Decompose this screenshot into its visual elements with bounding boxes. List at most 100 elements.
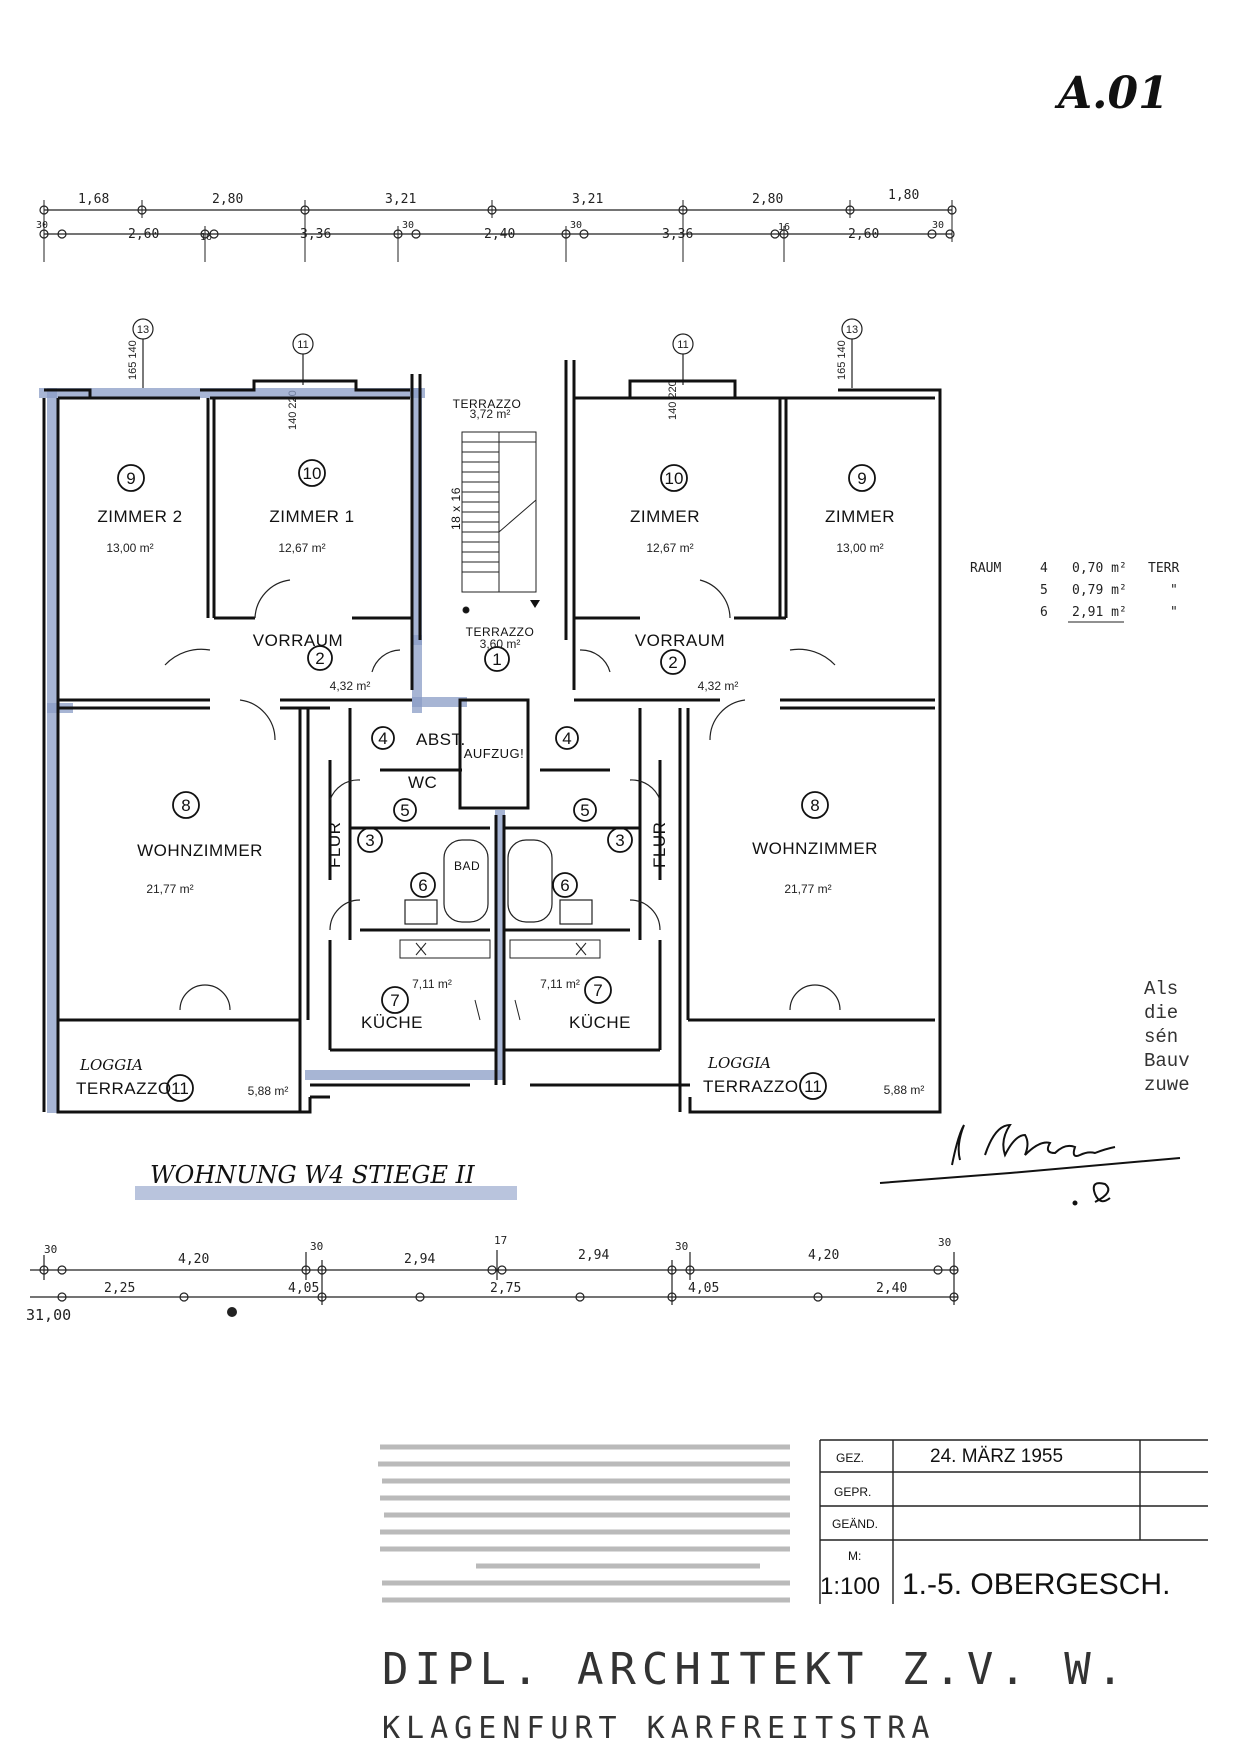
- svg-text:FLUR: FLUR: [650, 822, 669, 868]
- ink-blot: [227, 1307, 237, 1317]
- svg-text:FLUR: FLUR: [325, 822, 344, 868]
- svg-text:5: 5: [580, 801, 589, 820]
- svg-text:30: 30: [675, 1240, 688, 1253]
- room-name-terrazzo: TERRAZZO: [453, 397, 522, 411]
- svg-text:11: 11: [677, 339, 688, 351]
- room-name-aufzug: AUFZUG!: [464, 746, 525, 761]
- svg-text:2,75: 2,75: [490, 1281, 521, 1296]
- dim-label: 3,21: [385, 192, 416, 207]
- room-name-kueche: KÜCHE: [361, 1013, 423, 1032]
- svg-text:9: 9: [126, 469, 135, 488]
- bottom-dimension-labels: 30 4,20 30 2,94 17 2,94 30 4,20 30 2,25 …: [26, 1234, 951, 1324]
- loggia-labels: LOGGIA TERRAZZO LOGGIA TERRAZZO: [76, 1054, 798, 1098]
- svg-text:7,11 m²: 7,11 m²: [412, 977, 452, 991]
- door-swings: [164, 579, 841, 1011]
- room-name-kueche: KÜCHE: [569, 1013, 631, 1032]
- svg-text:11: 11: [297, 339, 308, 351]
- flur-labels: FLUR FLUR 18 x 16: [325, 487, 669, 868]
- svg-text:30: 30: [44, 1243, 57, 1256]
- room-labels: ZIMMER 2 ZIMMER 1 ZIMMER ZIMMER VORRAUM …: [97, 397, 895, 1032]
- staircase: [461, 431, 540, 614]
- svg-text:17: 17: [494, 1234, 507, 1247]
- top-dimension-chain: [39, 200, 957, 262]
- room-number-circles: [117, 459, 876, 1102]
- svg-text:18 x 16: 18 x 16: [449, 487, 463, 530]
- svg-text:5: 5: [1040, 583, 1048, 598]
- svg-text:4,05: 4,05: [688, 1281, 719, 1296]
- dim-label: 1,80: [888, 188, 919, 203]
- svg-text:3,72 m²: 3,72 m²: [470, 407, 511, 421]
- svg-text:5: 5: [400, 801, 409, 820]
- room-name-wohnzimmer: WOHNZIMMER: [137, 841, 263, 860]
- svg-text:0,70 m²: 0,70 m²: [1072, 561, 1127, 576]
- svg-text:12,67 m²: 12,67 m²: [646, 541, 693, 555]
- dim-label: 30: [570, 220, 582, 231]
- svg-text:13: 13: [137, 324, 149, 336]
- svg-text:10: 10: [303, 464, 322, 483]
- room-numbers: 9 10 10 9 2 2 1 8 8 7 7 11 11 3 3 5 5 6 …: [126, 464, 866, 1098]
- dim-label: 16: [200, 232, 212, 243]
- svg-text:6: 6: [560, 876, 569, 895]
- svg-text:ABST.: ABST.: [416, 730, 466, 749]
- svg-text:4,20: 4,20: [178, 1252, 209, 1267]
- svg-text:31,00: 31,00: [26, 1306, 71, 1324]
- svg-text:165 140: 165 140: [836, 340, 848, 380]
- svg-text:11: 11: [804, 1077, 822, 1096]
- svg-text:": ": [1170, 583, 1178, 598]
- svg-text:21,77 m²: 21,77 m²: [146, 882, 193, 896]
- room-name-zimmer: ZIMMER: [825, 507, 895, 526]
- unit-label-highlight: [135, 1186, 517, 1200]
- raum-table: RAUM 4 0,70 m² TERR 5 0,79 m² " 6 2,91 m…: [970, 561, 1179, 623]
- wc-labels: ABST. WC BAD: [408, 730, 480, 873]
- dim-label: 2,60: [848, 227, 879, 242]
- svg-text:WC: WC: [408, 773, 437, 792]
- svg-text:LOGGIA: LOGGIA: [79, 1056, 143, 1074]
- room-name-zimmer: ZIMMER: [630, 507, 700, 526]
- dim-label: 3,21: [572, 192, 603, 207]
- room-name-wohnzimmer: WOHNZIMMER: [752, 839, 878, 858]
- svg-text:4,32 m²: 4,32 m²: [330, 679, 371, 693]
- dim-label: 30: [402, 220, 414, 231]
- svg-text:M:: M:: [848, 1549, 861, 1563]
- title-block-text: GEZ. GEPR. GEÄND. M: 24. MÄRZ 1955 1:100…: [820, 1446, 1170, 1601]
- floor-title: 1.-5. OBERGESCH.: [902, 1568, 1170, 1601]
- svg-text:sén: sén: [1144, 1026, 1178, 1048]
- unit-highlight: [39, 388, 505, 1113]
- dim-label: 2,80: [212, 192, 243, 207]
- svg-text:4,20: 4,20: [808, 1248, 839, 1263]
- dim-label: 30: [932, 220, 944, 231]
- svg-text:3,60 m²: 3,60 m²: [480, 637, 521, 651]
- dim-label: 30: [36, 220, 48, 231]
- svg-text:LOGGIA: LOGGIA: [707, 1054, 771, 1072]
- svg-text:GEZ.: GEZ.: [836, 1451, 864, 1465]
- legal-text-block: [378, 1444, 790, 1603]
- svg-text:10: 10: [665, 469, 684, 488]
- bathtubs: [404, 839, 593, 925]
- svg-text:13: 13: [846, 324, 858, 336]
- svg-text:21,77 m²: 21,77 m²: [784, 882, 831, 896]
- svg-text:5,88 m²: 5,88 m²: [248, 1084, 289, 1098]
- unit-label: WOHNUNG W4 STIEGE II: [150, 1161, 475, 1189]
- svg-text:7: 7: [390, 991, 399, 1010]
- svg-text:1: 1: [492, 650, 501, 669]
- svg-text:RAUM: RAUM: [970, 561, 1001, 576]
- dim-label: 3,36: [662, 227, 693, 242]
- svg-text:4: 4: [562, 729, 571, 748]
- svg-text:6: 6: [1040, 605, 1048, 620]
- svg-text:GEÄND.: GEÄND.: [832, 1517, 878, 1531]
- svg-text:140 220: 140 220: [667, 380, 679, 420]
- svg-text:2,94: 2,94: [578, 1248, 609, 1263]
- svg-text:2,40: 2,40: [876, 1281, 907, 1296]
- svg-text:BAD: BAD: [454, 859, 480, 873]
- svg-text:2: 2: [315, 649, 324, 668]
- svg-text:GEPR.: GEPR.: [834, 1485, 871, 1499]
- axis-markers: [132, 318, 863, 388]
- svg-text:": ": [1170, 605, 1178, 620]
- svg-text:140 220: 140 220: [287, 390, 299, 430]
- svg-text:TERR: TERR: [1148, 561, 1179, 576]
- svg-text:4: 4: [378, 729, 387, 748]
- drawing-date: 24. MÄRZ 1955: [930, 1446, 1063, 1467]
- kitchen-fixtures: [399, 939, 601, 1021]
- svg-text:3: 3: [615, 831, 624, 850]
